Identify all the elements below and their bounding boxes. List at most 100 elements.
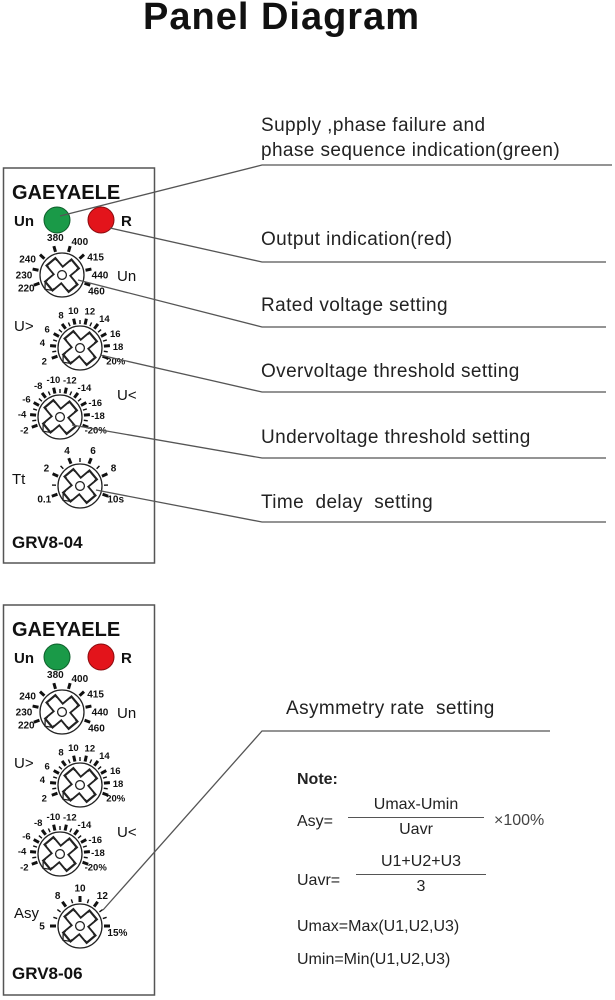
- dial-tick: [89, 759, 93, 764]
- undervoltage-knob[interactable]: [32, 393, 84, 445]
- rated-voltage-knob[interactable]: [34, 251, 86, 303]
- knob-side-label: U>: [14, 755, 34, 772]
- dial-tick: [101, 472, 109, 478]
- asymmetry-knob[interactable]: [52, 902, 104, 954]
- asy-dial-ticks: [50, 896, 110, 928]
- note-uavr-numerator: U1+U2+U3: [380, 853, 462, 870]
- un-dial-ticks: [32, 682, 92, 724]
- green-led-indicator: [43, 643, 71, 671]
- dial-tick-label: 4: [40, 338, 46, 349]
- dial-tick: [96, 465, 100, 470]
- dial-tick: [52, 776, 58, 779]
- dial-tick: [82, 845, 88, 848]
- rated-voltage-knob[interactable]: [34, 688, 86, 740]
- dial-tick-label: -14: [78, 820, 92, 831]
- dial-tick-label: 4: [64, 446, 70, 457]
- dial-tick-label: 2: [42, 793, 47, 804]
- dial-tick: [60, 760, 67, 767]
- dial-tick: [83, 419, 88, 422]
- dial-tick: [60, 323, 67, 330]
- dial-tick-label: 10: [68, 743, 79, 754]
- dial-tick-label: 2: [42, 356, 47, 367]
- led-green-label: Un: [14, 650, 34, 667]
- callout-asymmetry: Asymmetry rate setting: [286, 698, 495, 719]
- dial-tick-label: -2: [20, 862, 28, 873]
- dial-tick: [52, 387, 57, 394]
- dial-tick: [102, 916, 107, 920]
- dial-tick: [67, 457, 73, 465]
- knob-selector-icon: [61, 766, 99, 804]
- note-asy-denominator: Uavr: [399, 821, 433, 838]
- dial-tick-label: 5: [39, 922, 45, 933]
- knob-center: [74, 480, 86, 492]
- dial-tick-label: -16: [88, 835, 102, 846]
- knob-selector-icon: [61, 329, 99, 367]
- knob-side-label: U>: [14, 318, 34, 335]
- note-heading-text: Note:: [297, 771, 338, 788]
- note-asy-numerator: Umax-Umin: [373, 796, 459, 813]
- dial-tick-label: 230: [16, 708, 33, 719]
- dial-tick: [72, 318, 77, 325]
- knob-pointer-icon: [42, 860, 51, 871]
- dial-tick-label: 15%: [107, 928, 127, 939]
- dial-tick-label: -20%: [85, 425, 108, 436]
- dial-tick: [52, 682, 57, 690]
- overvoltage-knob[interactable]: [52, 324, 104, 376]
- dial-tick: [84, 718, 91, 724]
- knob-pointer-icon: [62, 354, 71, 365]
- dial-tick-label: 240: [19, 691, 36, 702]
- dial-tick: [52, 339, 58, 342]
- dial-tick-label: -6: [22, 394, 30, 405]
- undervoltage-knob[interactable]: [32, 830, 84, 882]
- dial-tick: [32, 419, 37, 422]
- dial-tick: [77, 398, 82, 402]
- over-dial-ticks: [49, 318, 111, 360]
- dial-tick-label: 460: [88, 724, 105, 735]
- dial-tick: [83, 755, 88, 762]
- overvoltage-knob[interactable]: [52, 761, 104, 813]
- dial-tick-label: -8: [34, 381, 42, 392]
- dial-tick: [92, 900, 99, 908]
- leader-line-over: [99, 354, 606, 393]
- dial-tick: [82, 408, 88, 411]
- knob-center: [54, 411, 66, 423]
- dial-tick-label: 400: [71, 674, 88, 685]
- callout-supply-line1: Supply ,phase failure and: [261, 115, 486, 136]
- dial-tick: [32, 704, 39, 709]
- dial-tick-label: 6: [90, 446, 96, 457]
- dial-tick: [69, 828, 73, 833]
- dial-tick: [72, 755, 77, 762]
- dial-tick: [84, 281, 91, 287]
- knob-side-label: Tt: [12, 471, 26, 488]
- knob-pointer-icon: [62, 492, 71, 503]
- dial-tick: [67, 322, 71, 327]
- note-asy-lhs: Asy=: [297, 813, 334, 830]
- dial-tick: [31, 423, 38, 429]
- knob-side-label: U<: [117, 387, 137, 404]
- dial-tick: [97, 329, 102, 333]
- dial-tick-label: 380: [47, 233, 64, 244]
- dial-tick: [69, 391, 73, 396]
- dial-tick-label: 0.1: [37, 494, 51, 505]
- dial-tick-label: -14: [78, 383, 92, 394]
- dial-tick: [82, 860, 89, 866]
- model-label: GRV8-04: [12, 533, 83, 552]
- page-title-text: Panel Diagram: [143, 0, 420, 38]
- leader-line-output: [109, 227, 606, 263]
- under-dial-labels: -2-4-6-8-10-12-14-16-18-20%: [18, 812, 107, 873]
- knob-side-label: U<: [117, 824, 137, 841]
- leader-line-supply: [59, 164, 612, 217]
- dial-tick: [102, 492, 109, 498]
- time-delay-knob[interactable]: [52, 462, 104, 514]
- dial-tick: [102, 791, 109, 797]
- dial-tick: [60, 465, 64, 470]
- note-uavr-denominator: 3: [416, 878, 426, 895]
- callout-output-indication: Output indication(red): [261, 229, 453, 250]
- dial-tick-label: 2: [44, 464, 50, 475]
- note-uavr-lhs: Uavr=: [297, 872, 341, 889]
- dial-tick: [38, 398, 43, 402]
- dial-tick: [103, 350, 108, 353]
- dial-tick: [38, 253, 46, 260]
